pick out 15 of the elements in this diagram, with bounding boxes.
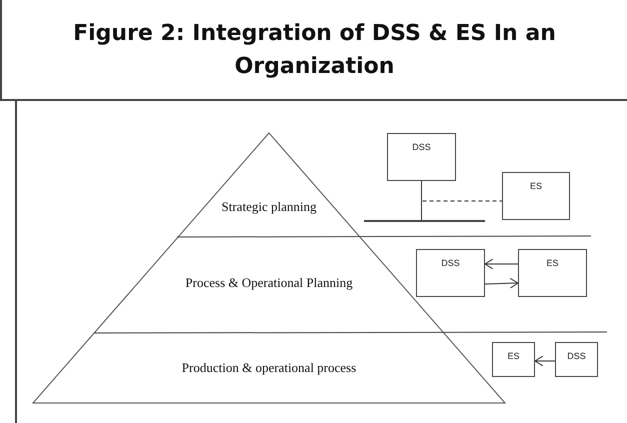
arrow — [484, 258, 518, 270]
title: Figure 2: Integration of DSS & ES In an Organization — [72, 20, 557, 80]
system-box: DSS — [416, 249, 485, 297]
system-box: ES — [502, 172, 570, 220]
base-line — [364, 220, 485, 222]
system-box: DSS — [555, 342, 598, 377]
arrow — [484, 278, 518, 289]
arrow — [534, 356, 556, 366]
system-box: ES — [518, 249, 587, 297]
pyramid-level-label: Process & Operational Planning — [179, 264, 359, 300]
system-box: ES — [492, 342, 535, 377]
pyramid-level-label: Strategic planning — [199, 188, 339, 224]
dashed-connector — [421, 180, 502, 202]
pyramid-level-label: Production & operational process — [159, 357, 379, 377]
system-box: DSS — [387, 133, 456, 181]
